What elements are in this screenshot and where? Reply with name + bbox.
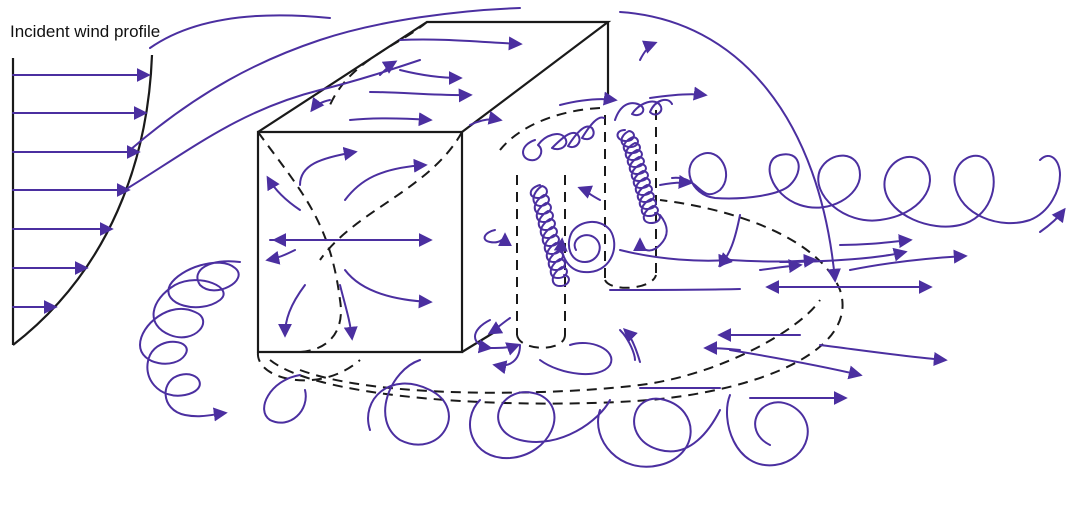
incident-wind-profile bbox=[13, 55, 152, 345]
trailing-vortex-loops bbox=[672, 153, 1064, 232]
building-block bbox=[258, 22, 843, 404]
profile-arrows bbox=[13, 75, 148, 307]
wake-arrows bbox=[490, 215, 965, 375]
ground-vortex-loops bbox=[140, 261, 845, 467]
roof-flow-lines bbox=[128, 8, 835, 280]
wake-vortex-coils bbox=[475, 100, 690, 348]
